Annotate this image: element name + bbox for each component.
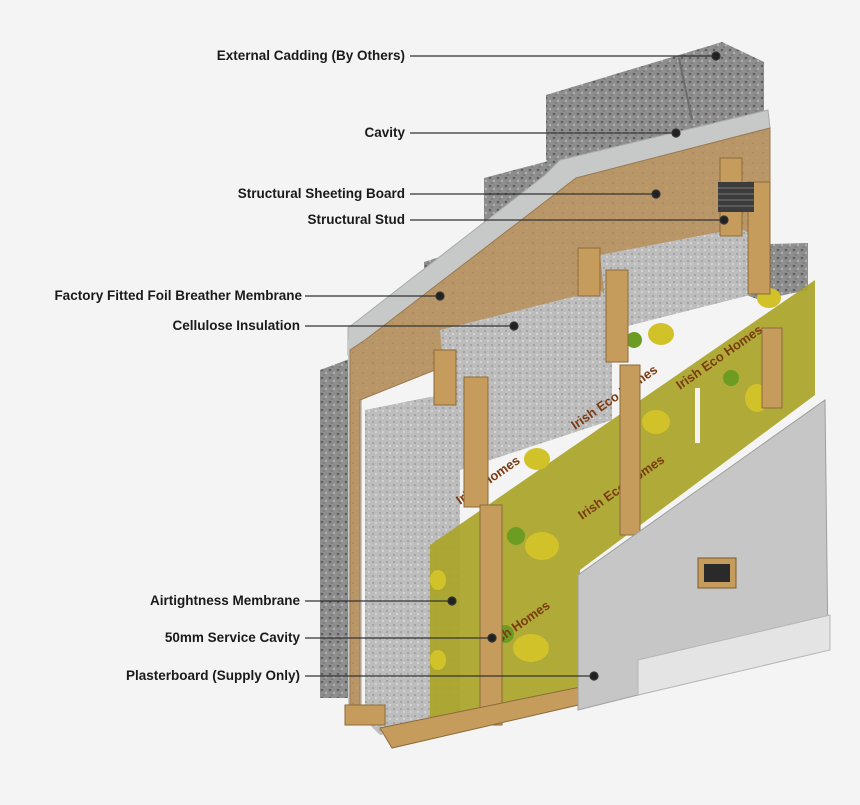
stud-vent-grille (718, 182, 754, 212)
plasterboard-skirting (637, 614, 831, 696)
label-service-cavity: 50mm Service Cavity (164, 630, 300, 645)
label-airtightness-membrane: Airtightness Membrane (149, 593, 300, 608)
label-structural-stud: Structural Stud (307, 212, 405, 227)
label-plasterboard: Plasterboard (Supply Only) (125, 668, 300, 683)
leader-lines (305, 51, 729, 681)
structural-studs (344, 157, 783, 749)
service-pipe (695, 388, 700, 443)
label-breather-membrane: Factory Fitted Foil Breather Membrane (54, 288, 302, 303)
label-structural-sheeting-board: Structural Sheeting Board (237, 186, 405, 201)
label-cellulose-insulation: Cellulose Insulation (172, 318, 300, 333)
label-cavity: Cavity (364, 125, 405, 140)
label-external-cladding: External Cadding (By Others) (216, 48, 405, 63)
socket-box (697, 557, 737, 589)
